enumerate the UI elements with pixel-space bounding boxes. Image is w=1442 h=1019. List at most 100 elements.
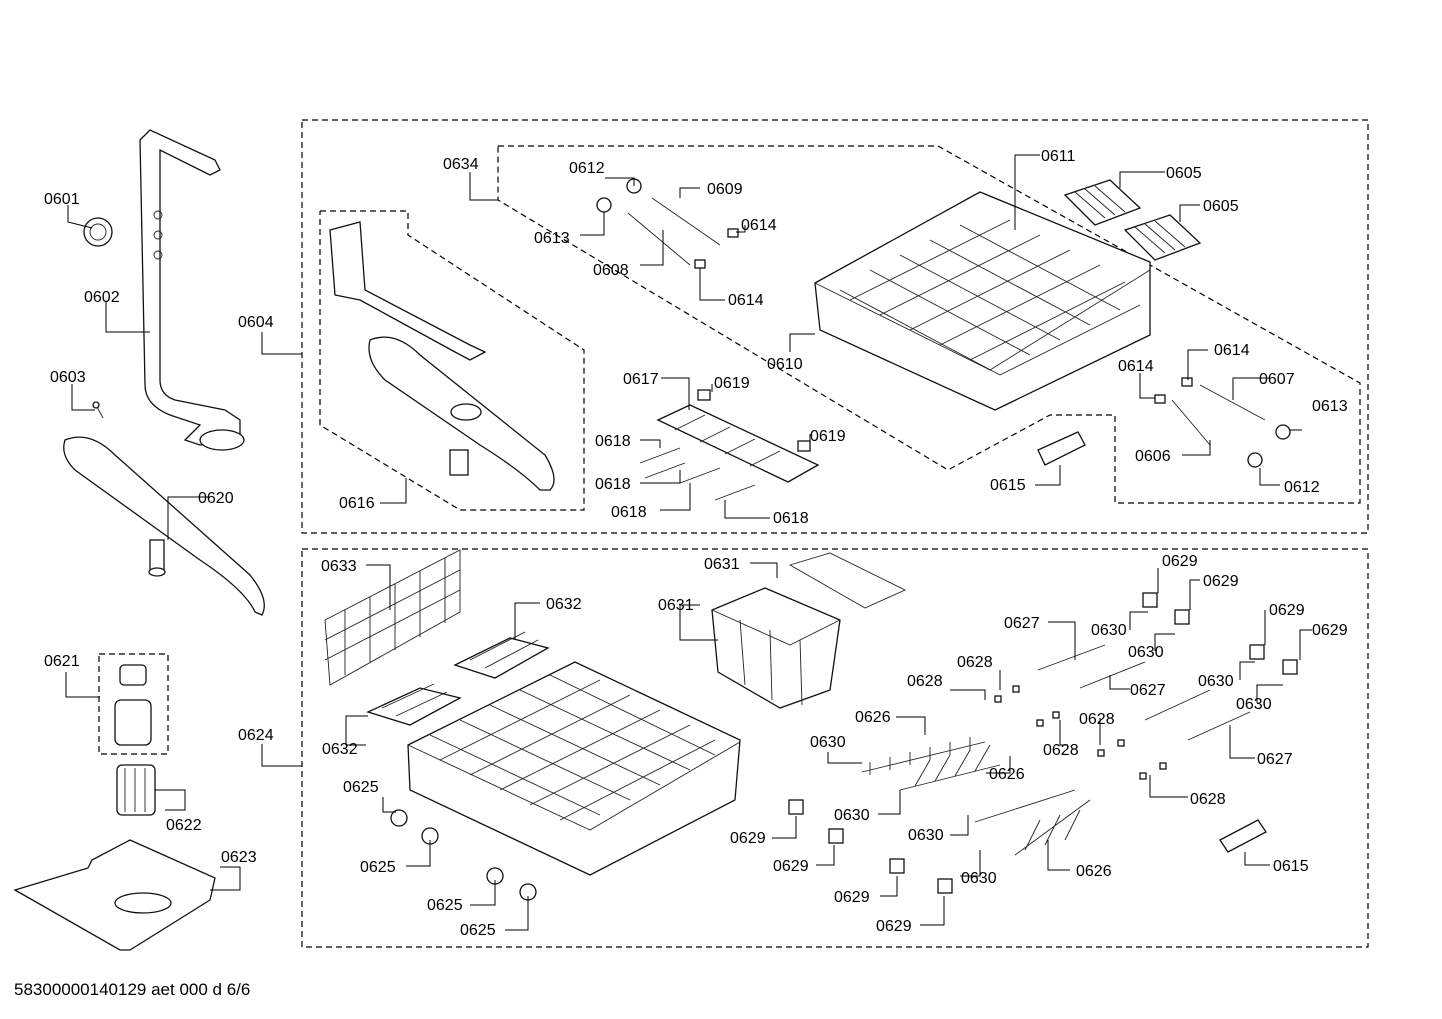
label-0615-b: 0615: [1273, 858, 1309, 875]
label-0619-a: 0619: [714, 375, 750, 392]
microfilter-0621: [114, 664, 152, 746]
label-0614-c: 0614: [1214, 342, 1250, 359]
label-0607: 0607: [1259, 371, 1295, 388]
label-0624: 0624: [238, 727, 274, 744]
tine-rows-0627: [1037, 644, 1251, 741]
label-0618-a: 0618: [595, 433, 631, 450]
rack-0605-a: [1063, 179, 1142, 226]
handle-0615-b: [1219, 819, 1267, 853]
label-0632-a: 0632: [546, 596, 582, 613]
label-0622: 0622: [166, 817, 202, 834]
label-0625-a: 0625: [343, 779, 379, 796]
lower-basket-0624: [407, 661, 741, 876]
label-0610: 0610: [767, 356, 803, 373]
label-0623: 0623: [221, 849, 257, 866]
label-0629-b: 0629: [1203, 573, 1239, 590]
label-0631-b: 0631: [658, 597, 694, 614]
label-0630-g: 0630: [908, 827, 944, 844]
lower-rack-group-box: [301, 548, 1369, 948]
label-0629-d: 0629: [1312, 622, 1348, 639]
label-0630-b: 0630: [1128, 644, 1164, 661]
tine-rows-0626: [861, 737, 1091, 856]
upper-spray-arm-0616: [329, 221, 555, 491]
label-0614-d: 0614: [1118, 358, 1154, 375]
wheels-0625: [390, 809, 537, 901]
label-0613-a: 0613: [534, 230, 570, 247]
grille-0601: [83, 217, 113, 247]
rack-0632-b: [366, 683, 462, 726]
label-0612-b: 0612: [1284, 479, 1320, 496]
label-0605-b: 0605: [1203, 198, 1239, 215]
label-0626-a: 0626: [855, 709, 891, 726]
label-0615-a: 0615: [990, 477, 1026, 494]
label-0634: 0634: [443, 156, 479, 173]
label-0619-b: 0619: [810, 428, 846, 445]
label-0613-b: 0613: [1312, 398, 1348, 415]
clip-0619-a: [697, 389, 711, 401]
label-0627-b: 0627: [1130, 682, 1166, 699]
spray-arm-0620: [63, 436, 265, 616]
label-0618-c: 0618: [611, 504, 647, 521]
label-0617: 0617: [623, 371, 659, 388]
screw-0603: [92, 401, 104, 419]
label-0630-f: 0630: [834, 807, 870, 824]
label-0633: 0633: [321, 558, 357, 575]
cutlery-basket-0631: [711, 552, 907, 709]
label-0630-a: 0630: [1091, 622, 1127, 639]
label-0614-b: 0614: [728, 292, 764, 309]
label-0628-a: 0628: [957, 654, 993, 671]
label-0632-b: 0632: [322, 741, 358, 758]
handle-0615-a: [1037, 431, 1086, 466]
holders-0612-0613: [596, 178, 1291, 468]
label-0629-h: 0629: [876, 918, 912, 935]
cup-shelf-0617: [656, 404, 820, 483]
label-0606: 0606: [1135, 448, 1171, 465]
label-0611: 0611: [1041, 148, 1076, 165]
guides-0614: [694, 228, 1193, 404]
label-0629-g: 0629: [834, 889, 870, 906]
upper-basket-0610: [814, 191, 1151, 411]
label-0621: 0621: [44, 653, 80, 670]
label-0626-b: 0626: [989, 766, 1025, 783]
label-0618-b: 0618: [595, 476, 631, 493]
label-0629-a: 0629: [1162, 553, 1198, 570]
label-0614-a: 0614: [741, 217, 777, 234]
label-0629-f: 0629: [773, 858, 809, 875]
part-labels: 0601 0602 0603 0604 0605 0605 0606 0607 …: [44, 148, 1348, 939]
label-0625-c: 0625: [427, 897, 463, 914]
label-0609: 0609: [707, 181, 743, 198]
filter-plate-0623: [13, 839, 216, 951]
label-0630-h: 0630: [961, 870, 997, 887]
drawing-reference-number: 58300000140129 aet 000 d 6/6: [14, 980, 251, 999]
label-0608: 0608: [593, 262, 629, 279]
label-0627-c: 0627: [1257, 751, 1293, 768]
fold-down-tines-0633: [324, 549, 461, 686]
rack-0605-b: [1123, 214, 1202, 261]
label-0631-a: 0631: [704, 556, 740, 573]
label-0629-e: 0629: [730, 830, 766, 847]
label-0620: 0620: [198, 490, 234, 507]
filter-group-box: [98, 653, 169, 755]
label-0630-e: 0630: [810, 734, 846, 751]
label-0605-a: 0605: [1166, 165, 1202, 182]
label-0628-d: 0628: [1043, 742, 1079, 759]
label-0628-b: 0628: [907, 673, 943, 690]
label-0629-c: 0629: [1269, 602, 1305, 619]
label-0630-c: 0630: [1198, 673, 1234, 690]
label-0602: 0602: [84, 289, 120, 306]
fine-filter-0622: [116, 764, 156, 816]
tine-rows-0618: [639, 447, 756, 501]
label-0625-b: 0625: [360, 859, 396, 876]
label-0630-d: 0630: [1236, 696, 1272, 713]
hinges-0629: [788, 592, 1298, 894]
tine-row-0608-0609: [627, 197, 1266, 446]
leader-lines: [65, 154, 1312, 931]
label-0603: 0603: [50, 369, 86, 386]
label-0625-d: 0625: [460, 922, 496, 939]
label-0626-c: 0626: [1076, 863, 1112, 880]
clips-0628: [994, 685, 1167, 780]
spray-pipe-0602: [139, 129, 245, 451]
label-0616: 0616: [339, 495, 375, 512]
label-0601: 0601: [44, 191, 80, 208]
